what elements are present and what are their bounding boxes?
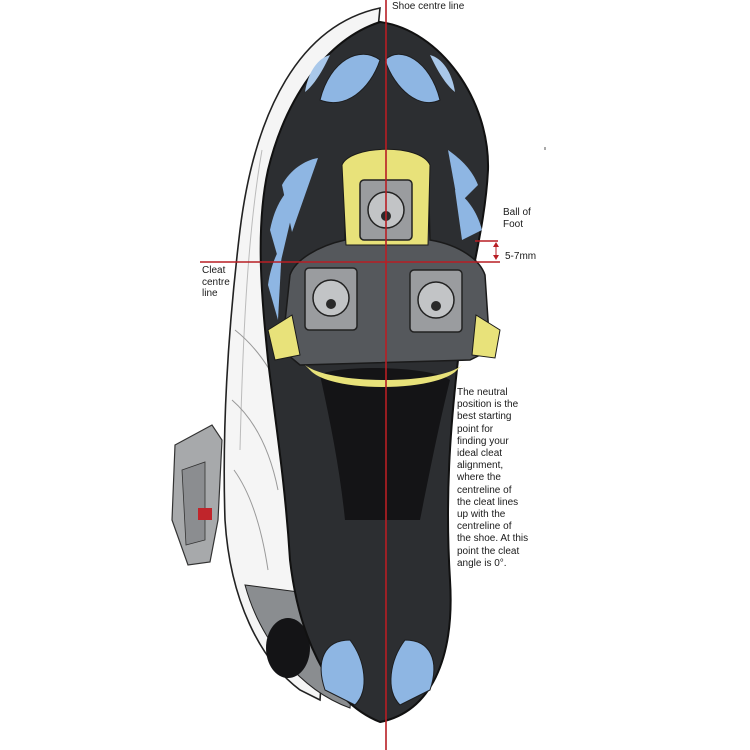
note-line: point for: [457, 423, 494, 435]
note-line: alignment,: [457, 460, 504, 472]
ball-of-foot-line-1: Ball of: [503, 207, 531, 218]
cleat-centre-line-1: Cleat: [202, 265, 226, 276]
note-line: ideal cleat: [457, 448, 503, 460]
heel-vent-right: [390, 639, 435, 706]
heel-vent-left: [320, 639, 365, 706]
note-line: point the cleat: [457, 545, 520, 557]
offset-arrow: [493, 242, 499, 260]
note-line: best starting: [457, 411, 512, 423]
offset-label: 5-7mm: [505, 251, 537, 262]
neutral-position-note: The neutral position is the best startin…: [457, 387, 557, 570]
cleat-centre-line-2: centre: [202, 276, 230, 288]
cleat-centre-line-label: Cleat centre line: [202, 265, 230, 300]
buckle-red: [198, 508, 212, 520]
toe-vent-left: [319, 53, 381, 104]
note-line: the cleat lines: [457, 496, 519, 508]
note-line: angle is 0°.: [457, 557, 507, 569]
toe-vent-right: [384, 53, 441, 104]
ball-of-foot-label: Ball of Foot: [503, 207, 531, 230]
note-line: centreline of: [457, 484, 512, 496]
cleat-right-yellow: [471, 314, 501, 359]
ball-of-foot-line-2: Foot: [503, 218, 524, 230]
note-line: where the: [457, 472, 501, 484]
left-bolt: [304, 267, 358, 331]
note-line: up with the: [457, 509, 506, 521]
note-line: The neutral: [457, 387, 508, 398]
arch-channel: [320, 368, 450, 520]
note-line: finding your: [457, 435, 509, 447]
note-line: position is the: [457, 399, 519, 411]
cleat-left-yellow: [267, 314, 301, 361]
note-line: centreline of: [457, 521, 512, 533]
cleat-centre-line-3: line: [202, 288, 218, 299]
shoe-centre-line-label: Shoe centre line: [392, 1, 465, 12]
note-line: the shoe. At this: [457, 533, 529, 545]
right-bolt: [409, 269, 463, 333]
